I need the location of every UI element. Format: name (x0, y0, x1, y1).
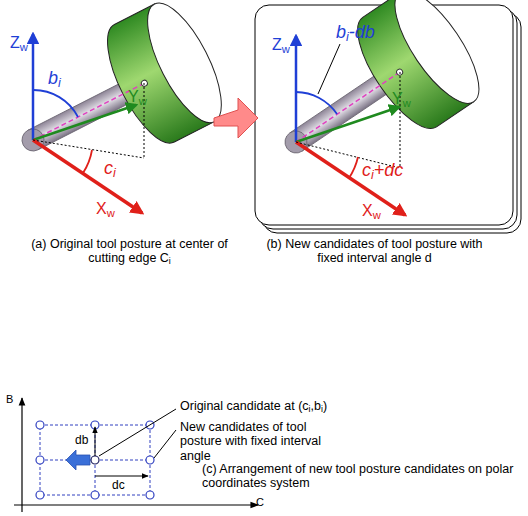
b-angle-arc (296, 92, 337, 114)
x-axis (33, 140, 142, 213)
candidate-point (91, 491, 99, 499)
projection-line (33, 83, 144, 158)
c-angle-arc (349, 157, 358, 178)
angle-label: ci (104, 158, 116, 179)
candidate-point (36, 456, 44, 464)
candidate-point (36, 421, 44, 429)
tool (0, 0, 236, 204)
callout-text: New candidates of tool posture with fixe… (180, 420, 340, 463)
axis-name: C (256, 496, 264, 509)
axis-label: Xw (362, 202, 381, 220)
axis-label: Xw (96, 200, 115, 218)
dc-arrow (95, 476, 148, 477)
candidate-point (146, 456, 154, 464)
angle-label: bi (48, 68, 61, 89)
candidate-point (36, 491, 44, 499)
b-angle-arc (33, 90, 78, 117)
axis-label: Yw (128, 88, 147, 106)
panel-b (214, 0, 521, 233)
shift-arrow (66, 450, 90, 470)
dimension-label: db (75, 434, 88, 448)
c-angle-arc (83, 150, 92, 173)
panel-a (0, 0, 236, 213)
projection-line (296, 72, 400, 168)
axis-label: Zw (272, 36, 290, 54)
tool (250, 0, 494, 203)
candidate-point (146, 491, 154, 499)
caption: (b) New candidates of tool posture with … (262, 237, 487, 266)
y-axis (33, 105, 136, 140)
caption: (a) Original tool posture at center of c… (22, 237, 237, 266)
axis-label: Yw (392, 90, 411, 108)
axis-label: Zw (10, 34, 28, 52)
y-axis (296, 107, 399, 142)
b-axis (21, 398, 22, 512)
transition-arrow (214, 98, 258, 138)
leader-line (99, 409, 176, 456)
angle-label: bi-db (336, 22, 375, 43)
candidate-point (91, 456, 99, 464)
callout-text: Original candidate at (ci,bi) (180, 399, 327, 413)
angle-label: ci+dc (362, 160, 403, 181)
axis-name: B (6, 393, 13, 406)
leader-line (318, 44, 340, 94)
db-arrow (95, 427, 96, 456)
z-axis (295, 36, 298, 142)
x-axis (296, 142, 405, 215)
c-axis (14, 504, 258, 505)
dimension-label: dc (112, 479, 125, 493)
panel-c (14, 398, 258, 512)
leader-line (154, 430, 176, 458)
caption: (c) Arrangement of new tool posture cand… (202, 462, 520, 491)
z-axis (32, 34, 35, 140)
